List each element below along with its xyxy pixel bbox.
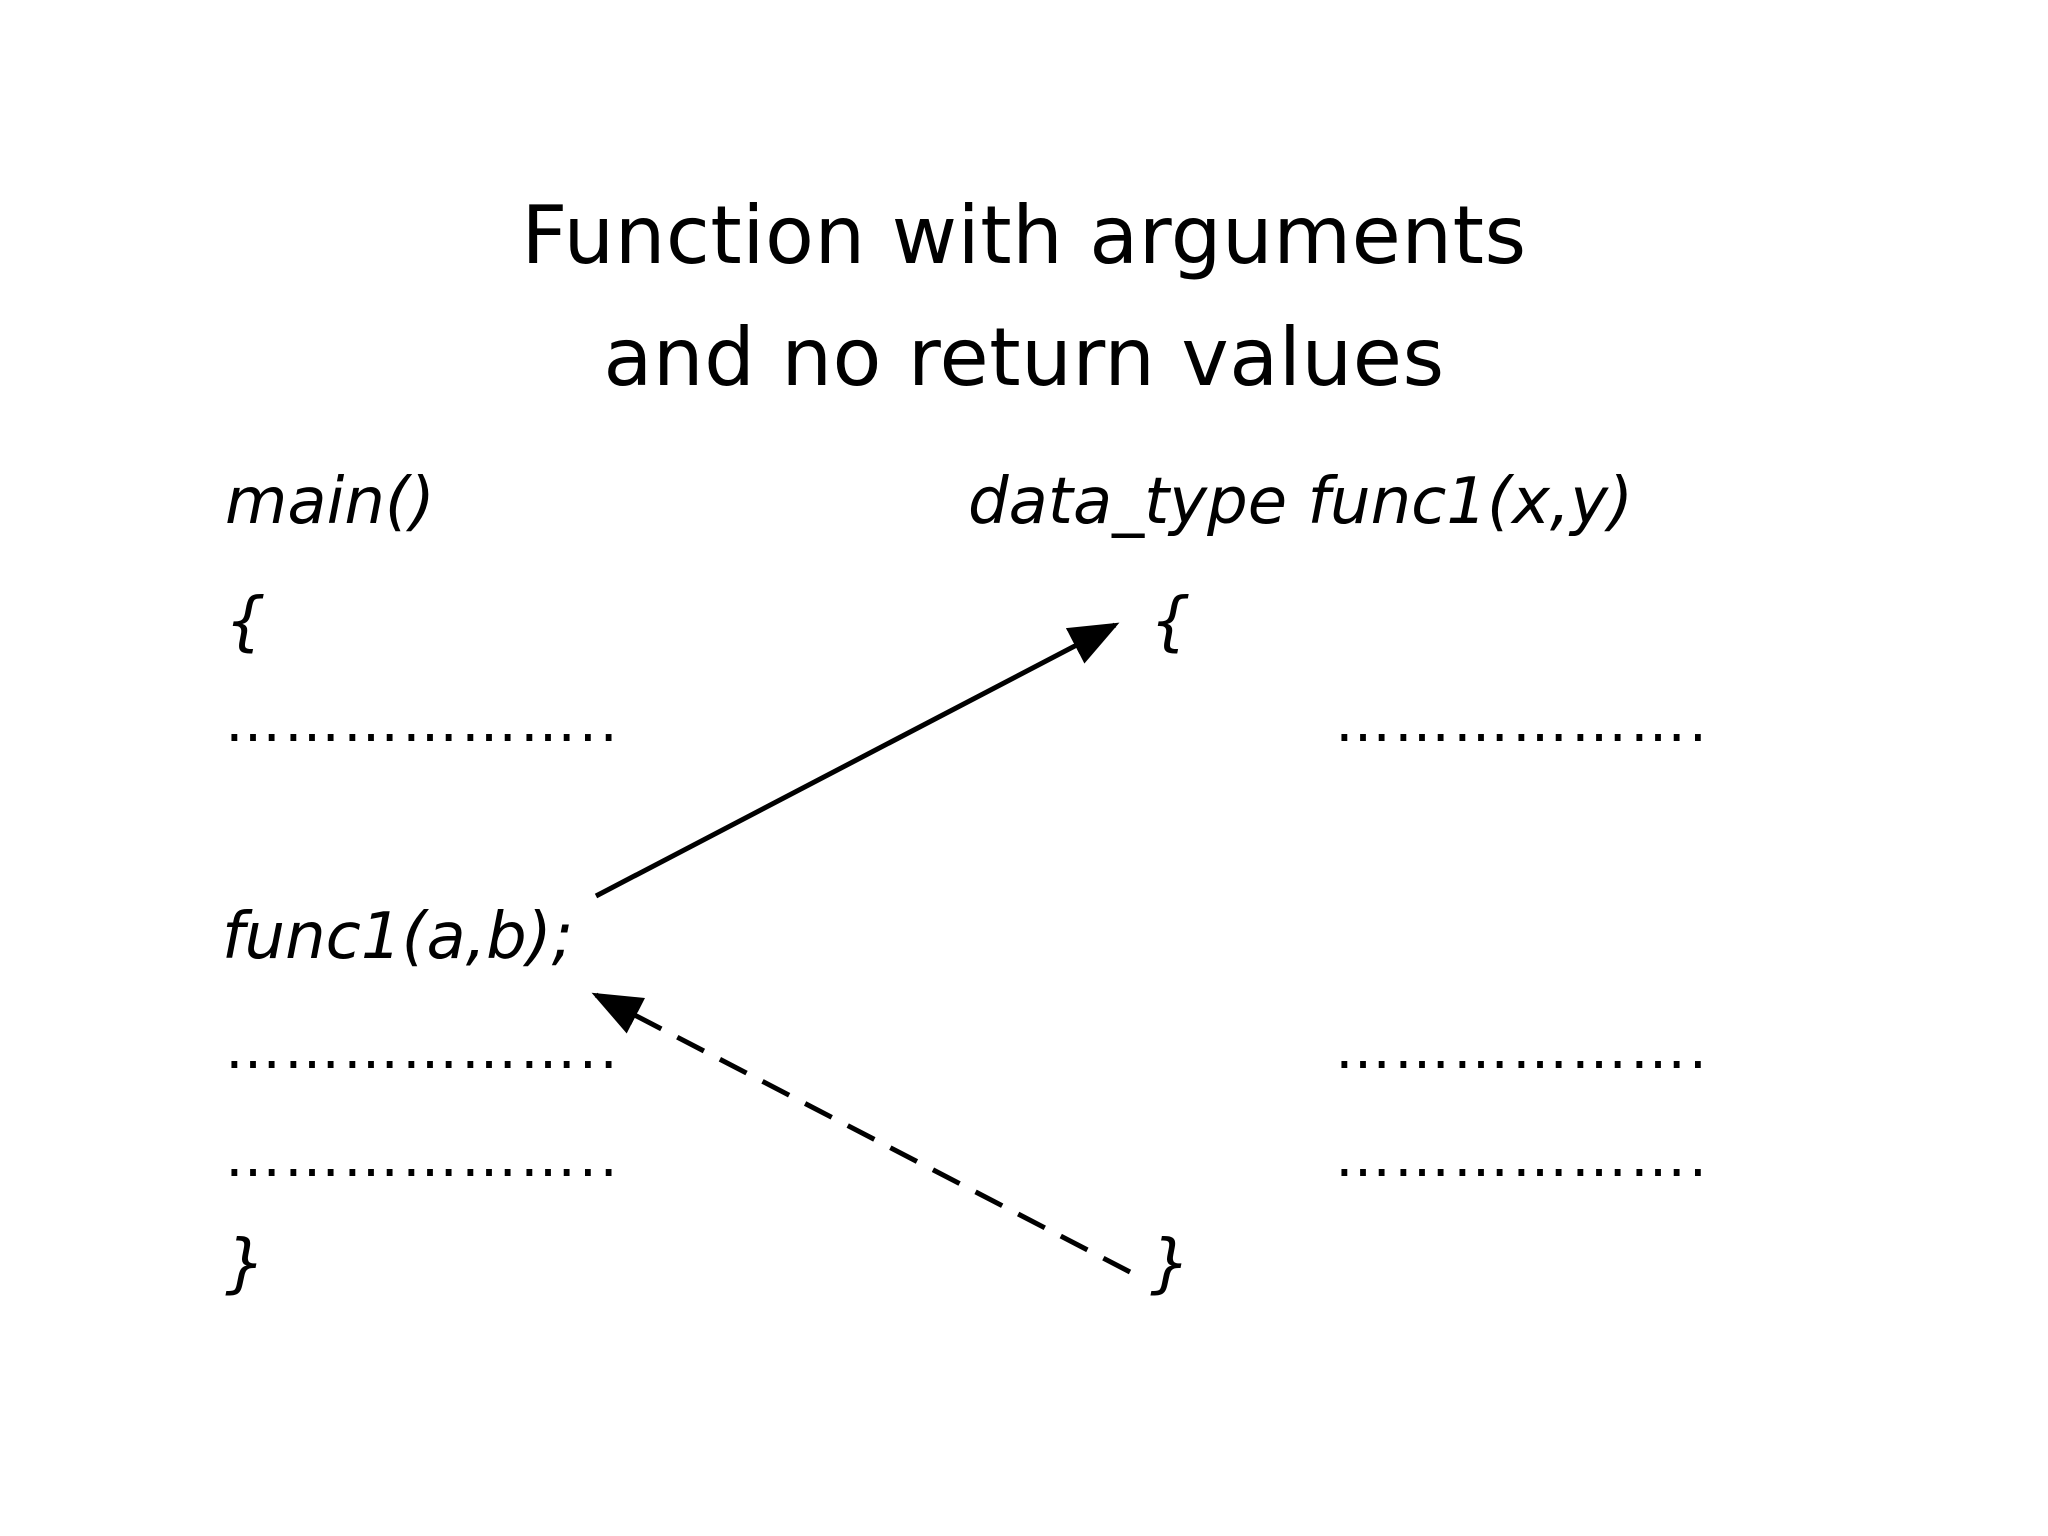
main-close-brace: }	[225, 1227, 266, 1301]
main-header: main()	[225, 465, 435, 539]
func1-close-brace: }	[1150, 1227, 1191, 1301]
func1-header: data_type func1(x,y)	[968, 465, 1634, 539]
func1-open-brace: {	[1150, 585, 1191, 659]
return-arrow	[591, 992, 1132, 1275]
func1-dots-2: ……………….	[1335, 1017, 1710, 1082]
main-dots-before: ………………..	[225, 690, 621, 755]
main-dots-after-1: ………………..	[225, 1017, 621, 1082]
func1-dots-1: ……………….	[1335, 690, 1710, 755]
call-arrow	[594, 622, 1120, 899]
main-dots-after-2: ………………..	[225, 1125, 621, 1190]
main-call-func1: func1(a,b);	[222, 900, 574, 974]
title-line-2: and no return values	[603, 311, 1445, 404]
func1-dots-3: ……………….	[1335, 1125, 1710, 1190]
main-open-brace: {	[225, 585, 266, 659]
title-line-1: Function with arguments	[521, 189, 1527, 282]
